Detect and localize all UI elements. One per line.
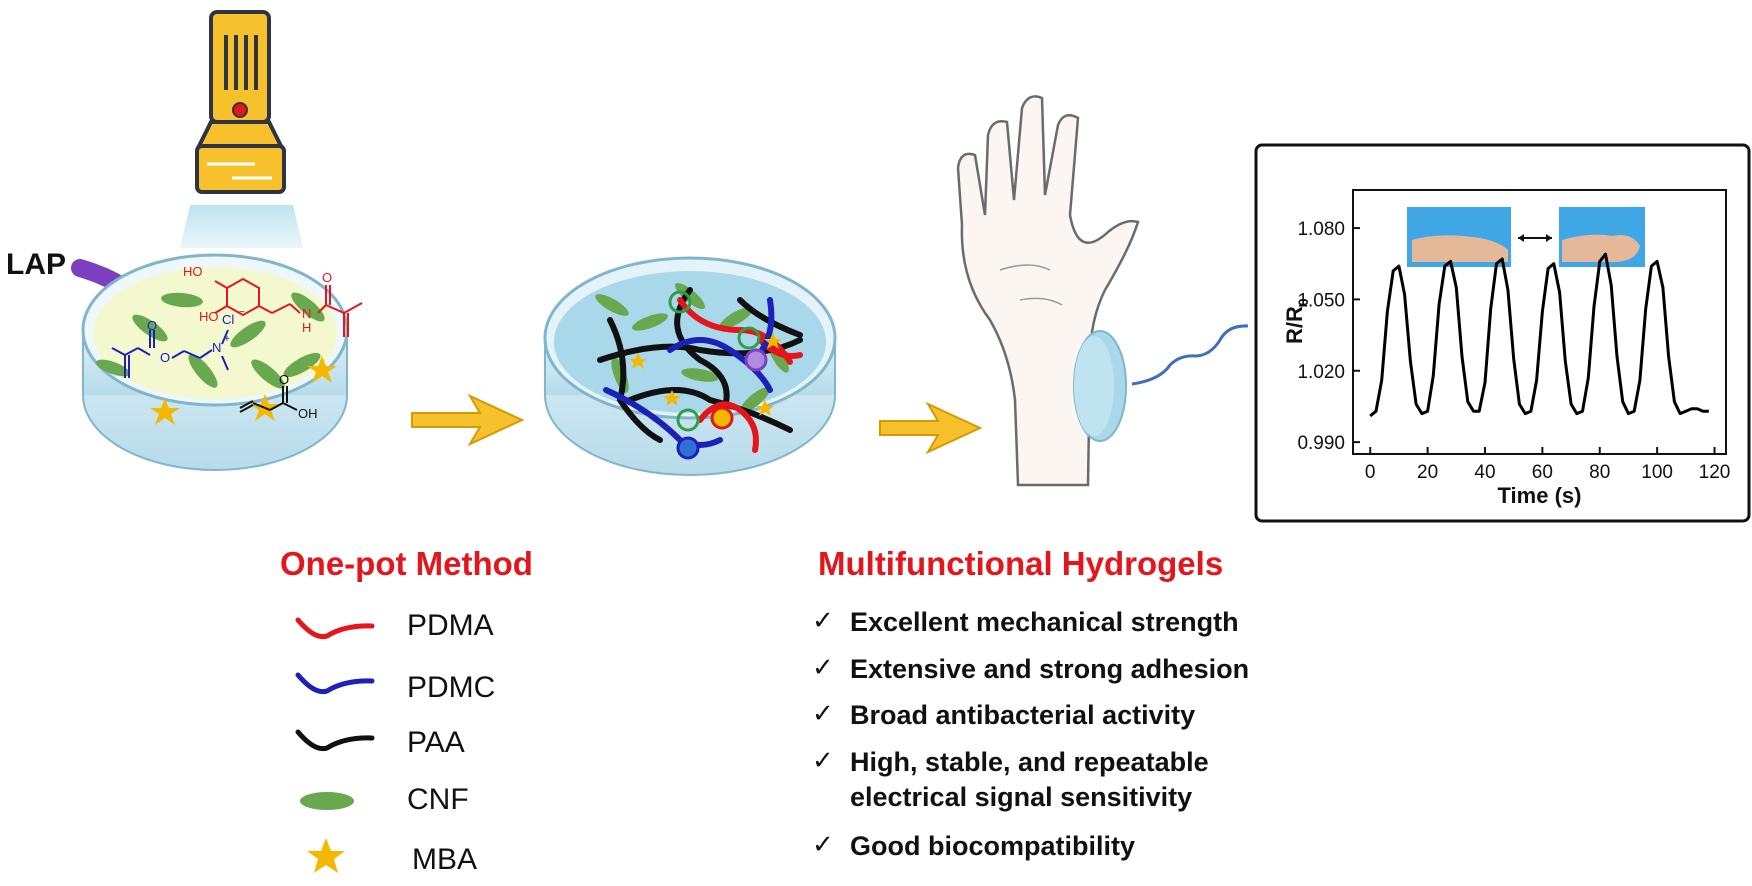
check-icon: ✓	[812, 746, 834, 776]
feature-item: High, stable, and repeatable	[850, 747, 1209, 777]
sensor-patch	[1073, 330, 1127, 442]
chem-n: N	[302, 306, 312, 321]
y-tick-label: 1.020	[1297, 362, 1345, 383]
feature-item: electrical signal sensitivity	[850, 782, 1193, 812]
flashlight-icon	[180, 10, 303, 248]
legend-line-paa	[295, 729, 375, 752]
check-icon: ✓	[812, 699, 834, 729]
chart-frame	[1254, 143, 1751, 523]
petri-dish-reactants	[81, 253, 363, 471]
feature-item: Excellent mechanical strength	[850, 607, 1239, 637]
petri-dish-hydrogel	[543, 256, 837, 476]
chem-ho-1: HO	[183, 264, 203, 279]
y-tick-label: 1.050	[1297, 290, 1345, 311]
chem-minus: −	[239, 307, 245, 318]
legend-label-cnf: CNF	[407, 783, 469, 816]
feature-item: Broad antibacterial activity	[850, 700, 1196, 730]
x-axis-label: Time (s)	[1498, 483, 1582, 508]
check-icon: ✓	[812, 606, 834, 636]
sensor-wire	[1131, 324, 1249, 386]
chem-n-plus: N	[212, 340, 222, 355]
x-tick-label: 100	[1641, 462, 1673, 483]
x-tick-label: 80	[1589, 462, 1610, 483]
x-tick-label: 120	[1699, 462, 1731, 483]
chem-h: H	[302, 320, 312, 335]
lap-label: LAP	[6, 248, 66, 281]
chem-oh: OH	[298, 406, 318, 421]
legend-line-pdmc	[295, 672, 375, 695]
x-tick-label: 60	[1532, 462, 1553, 483]
legend-label-mba: MBA	[412, 843, 478, 876]
process-arrow-1	[411, 393, 525, 447]
chem-o-2: O	[147, 318, 158, 333]
legend-label-paa: PAA	[407, 726, 465, 759]
y-tick-label: 1.080	[1297, 219, 1345, 240]
x-tick-label: 0	[1365, 462, 1376, 483]
check-icon: ✓	[812, 653, 834, 683]
y-tick-label: 0.990	[1297, 433, 1345, 454]
one-pot-method-title: One-pot Method	[280, 545, 533, 582]
chem-o-3: O	[160, 350, 171, 365]
legend-star-mba	[307, 838, 345, 873]
chem-o-1: O	[322, 270, 333, 285]
multifunctional-hydrogels-title: Multifunctional Hydrogels	[818, 545, 1224, 582]
chart-layer: 0 20 40 60 80 100 120 0.990 1.020 1.050 1.080Time …	[1282, 219, 1730, 508]
chart-plot-area	[1352, 189, 1727, 455]
chem-ho-2: HO	[199, 309, 219, 324]
series-line	[1369, 252, 1709, 418]
legend-line-pdma	[295, 617, 375, 640]
feature-item: Extensive and strong adhesion	[850, 654, 1250, 684]
hand-icon	[956, 95, 1140, 487]
legend-label-pdma: PDMA	[407, 609, 494, 642]
process-arrow-2	[879, 401, 983, 455]
chem-plus: +	[224, 334, 230, 345]
legend-label-pdmc: PDMC	[407, 671, 496, 704]
chem-o-4: O	[279, 372, 290, 387]
check-icon: ✓	[812, 830, 834, 860]
x-tick-label: 20	[1417, 462, 1438, 483]
x-tick-label: 40	[1474, 462, 1495, 483]
feature-item: Good biocompatibility	[850, 831, 1135, 861]
wrist-photo-inset	[1407, 207, 1645, 267]
chem-cl: Cl	[222, 312, 235, 327]
legend-ellipse-cnf	[300, 792, 354, 810]
